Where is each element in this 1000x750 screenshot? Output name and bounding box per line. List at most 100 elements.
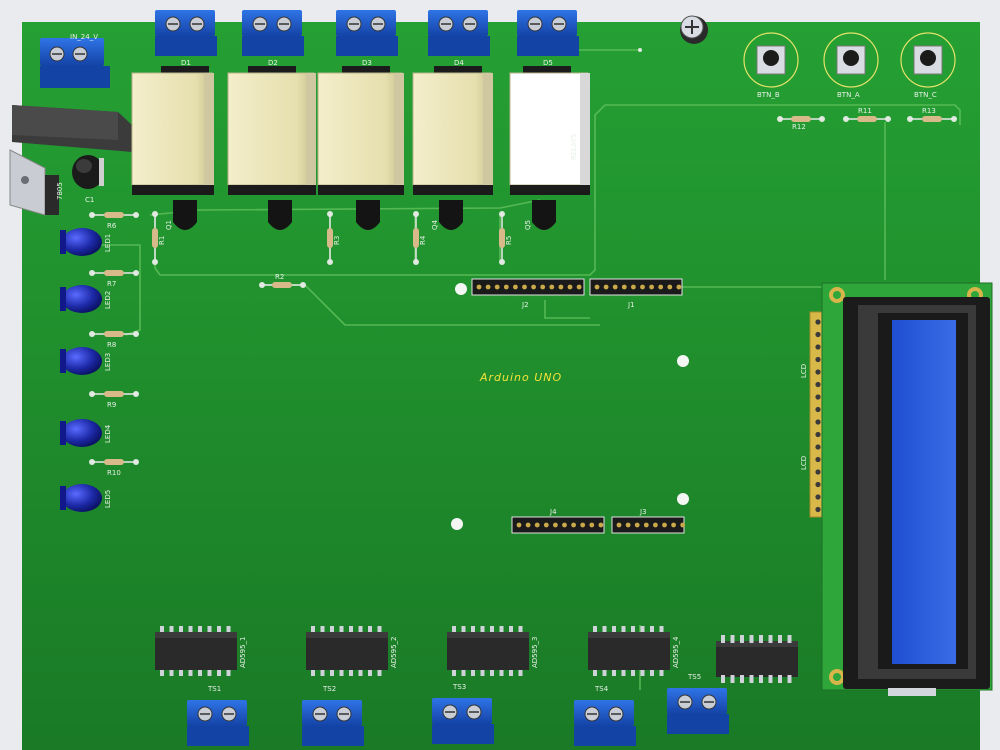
- ic-label: AD595_3: [531, 637, 539, 669]
- button-resistor: [777, 116, 825, 122]
- transistor-label: Q1: [165, 220, 173, 230]
- resistor-r2: R2: [259, 273, 306, 288]
- arduino-headers: J2 J1 J4 J3 Arduino UNO: [451, 278, 689, 534]
- sensor-terminal: [187, 700, 249, 746]
- relay-terminal: [242, 10, 304, 56]
- capacitor-label: C1: [85, 196, 94, 204]
- header-j2-label: J2: [521, 301, 529, 309]
- sensor-terminal: [667, 688, 729, 734]
- diode-label: D2: [268, 59, 278, 67]
- relay-resistor: [413, 211, 419, 265]
- relay-resistors: R1 R3 R4 R5: [152, 211, 513, 265]
- header-j1: [589, 278, 683, 296]
- sensor-terminal-label: TS2: [322, 685, 336, 693]
- header-j4: [511, 516, 605, 534]
- led-resistor-label: R9: [107, 401, 116, 409]
- button-resistor-label: R13: [922, 107, 936, 115]
- transistor-label: Q5: [524, 220, 532, 230]
- relay-terminal: [155, 10, 217, 56]
- button-resistor: [907, 116, 957, 122]
- led-resistor: [89, 270, 139, 276]
- relay-resistor-label: R5: [505, 236, 513, 245]
- base-resistor-label: R2: [275, 273, 284, 281]
- lcd-label-2: LCD: [800, 456, 808, 470]
- diode-label: D1: [181, 59, 191, 67]
- lcd-label-1: LCD: [800, 364, 808, 378]
- sensor-terminal-label: TS3: [452, 683, 466, 691]
- power-connector-label: IN_24_V: [70, 33, 98, 41]
- mount-hole: [455, 283, 467, 295]
- header-j3-label: J3: [639, 508, 647, 516]
- sensor-terminal-label: TS4: [594, 685, 609, 693]
- relay: [317, 72, 404, 195]
- ic-label: AD595_2: [390, 637, 398, 669]
- led-resistor-label: R10: [107, 469, 121, 477]
- relay-resistor-label: R3: [333, 236, 341, 245]
- led-resistor-label: R6: [107, 222, 117, 230]
- relay-resistor: [327, 211, 333, 265]
- diode-label: D5: [543, 59, 553, 67]
- relay-resistor-label: R4: [419, 235, 427, 245]
- led-resistor: [89, 391, 139, 397]
- relay-terminals: D1 D2 D3 D4 D5: [155, 10, 579, 74]
- relays: RELAY5: [131, 72, 590, 195]
- led: LED5: [60, 484, 112, 512]
- button-resistor-label: R11: [858, 107, 872, 115]
- diode-label: D3: [362, 59, 372, 67]
- led-resistor-label: R8: [107, 341, 116, 349]
- header-j1-label: J1: [627, 301, 635, 309]
- relay-label: RELAY5: [570, 134, 578, 160]
- transistor: Q4: [431, 200, 463, 230]
- relay-resistor: [499, 211, 505, 265]
- led-resistor-label: R7: [107, 280, 116, 288]
- voltage-regulator: 7805: [9, 105, 132, 216]
- led: LED4: [60, 419, 112, 447]
- relay-resistor: [152, 211, 158, 265]
- potentiometer: [638, 15, 708, 52]
- mount-hole: [451, 518, 463, 530]
- led: LED1: [60, 228, 112, 256]
- button-label: BTN_C: [914, 91, 937, 99]
- led-resistor: [89, 459, 139, 465]
- lcd-module: LCD LCD: [800, 282, 993, 696]
- relay: RELAY5: [509, 72, 590, 195]
- shift-register-ic: AD595_3: [447, 626, 539, 676]
- push-buttons: BTN_B R12 BTN_A R11 BTN_C R13: [743, 32, 957, 131]
- ic-unlabeled: [716, 635, 798, 683]
- board-label: Arduino UNO: [479, 371, 562, 384]
- led: LED3: [60, 347, 112, 375]
- led-resistor: [89, 212, 139, 218]
- push-button: BTN_C: [900, 32, 956, 99]
- button-label: BTN_A: [837, 91, 860, 99]
- led-label: LED5: [104, 490, 112, 508]
- transistor-label: Q4: [431, 219, 439, 230]
- sensor-terminal: [574, 700, 636, 746]
- transistor: Q1: [165, 200, 197, 230]
- led: LED2: [60, 285, 112, 313]
- header-j2: [471, 278, 585, 296]
- diode-label: D4: [454, 59, 464, 67]
- push-button: BTN_A: [823, 32, 879, 99]
- relay-resistor-label: R1: [158, 236, 166, 245]
- button-resistor-label: R12: [792, 123, 806, 131]
- transistor: [268, 200, 292, 230]
- shift-register-ic: AD595_4: [588, 626, 680, 676]
- shift-register-ic: AD595_2: [306, 626, 398, 676]
- relay: [227, 72, 316, 195]
- relay-terminal: [428, 10, 490, 56]
- sensor-terminal: [432, 698, 494, 744]
- button-resistor: [843, 116, 891, 122]
- relay: [412, 72, 493, 195]
- transistor: Q5: [524, 200, 556, 230]
- electrolytic-capacitor: C1: [72, 155, 104, 204]
- sensor-terminal: [302, 700, 364, 746]
- lcd-screen: [892, 320, 956, 664]
- push-button: BTN_B: [743, 32, 799, 99]
- button-label: BTN_B: [757, 91, 780, 99]
- transistor: [356, 200, 380, 230]
- relay-terminal: [336, 10, 398, 56]
